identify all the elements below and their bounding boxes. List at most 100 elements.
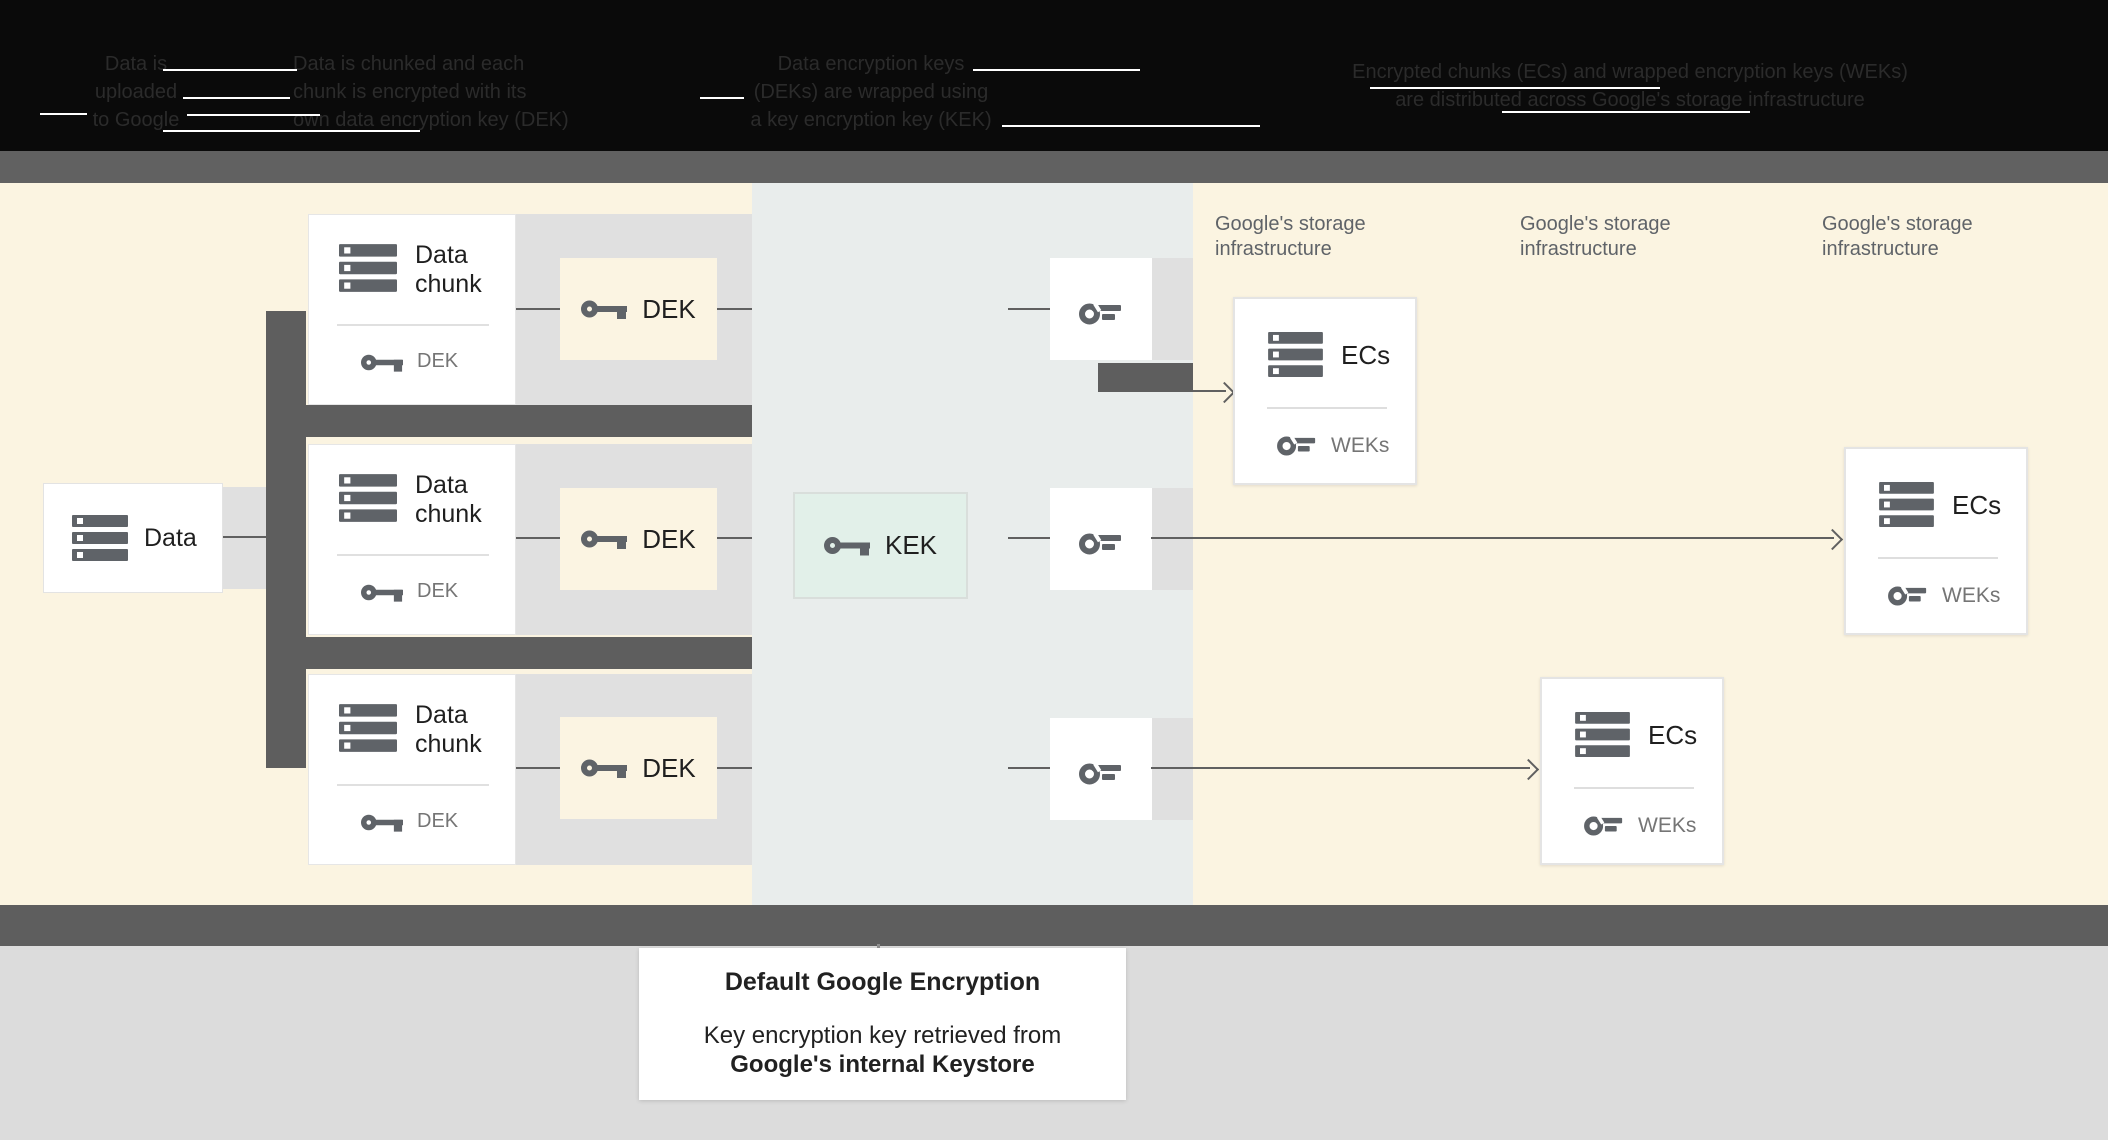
header-step-4: Encrypted chunks (ECs) and wrapped encry… [1316,58,1944,114]
key-icon [361,583,403,602]
underline-strip [700,97,744,99]
ecs-card-1: ECs WEKs [1233,297,1417,485]
thick-arrow-bar [1098,363,1193,392]
ecs-title: ECs [1341,340,1391,370]
server-icon [339,474,397,522]
header-step-3-line-1: Data encryption keys [777,53,965,75]
key-icon [581,299,627,319]
header-step-3-line-3: a key encryption key (KEK) [750,109,992,131]
storage-label-line-2: infrastructure [1520,238,1637,260]
key-band [1151,488,1193,590]
server-icon [1879,482,1934,527]
underline-strip [1002,125,1260,127]
data-box: Data [43,483,223,593]
server-icon [339,244,397,292]
storage-label-line-1: Google's storage [1822,213,1973,235]
dek-label: DEK [417,580,459,602]
connector-line [1008,308,1050,310]
key-icon [824,535,870,556]
gray-divider-bar [0,151,2108,183]
header-step-2-line-2: chunk is encrypted with its [293,81,527,103]
header-bar: Data is uploaded to Google Data is chunk… [0,0,2108,151]
divider [337,324,489,326]
data-chunk-title: Data chunk [415,701,482,758]
key-icon [1277,427,1317,456]
key-band [1151,718,1193,820]
underline-strip [1370,87,1660,89]
connector-line [1008,537,1050,539]
ecs-title: ECs [1952,490,2002,520]
key-icon [1584,807,1624,836]
underline-strip [1502,111,1750,113]
connector-line [717,767,752,769]
caption-body: Key encryption key retrieved from Google… [639,1021,1126,1079]
storage-label-2: Google's storage infrastructure [1520,212,1671,262]
data-chunk-card-3: Data chunk DEK [308,674,516,865]
ecs-card-3: ECs WEKs [1540,677,1724,865]
divider [1267,407,1387,409]
header-step-1: Data is uploaded to Google [40,50,232,134]
key-band [1151,258,1193,360]
connector-line [516,537,560,539]
underline-strip [973,69,1140,71]
key-icon [1888,577,1928,606]
connector-line [717,308,752,310]
storage-label-3: Google's storage infrastructure [1822,212,1973,262]
header-step-1-line-2: uploaded [94,81,178,103]
storage-label-line-1: Google's storage [1520,213,1671,235]
key-icon [1079,293,1123,325]
dek-box-3: DEK [560,717,717,819]
weks-label: WEKs [1942,584,2001,607]
header-step-2-line-3: own data encryption key (DEK) [293,109,569,131]
dek-box-2: DEK [560,488,717,590]
weks-label: WEKs [1331,434,1390,457]
connector-line [516,767,560,769]
wrapped-key-box-2 [1050,488,1152,590]
weks-label: WEKs [1638,814,1697,837]
caption-body-line-2: Google's internal Keystore [730,1051,1035,1078]
bottom-dark-bar [0,905,2108,946]
bracket-bar [266,311,306,768]
dek-box-1: DEK [560,258,717,360]
connector-line [717,537,752,539]
kek-box-label: KEK [884,530,938,560]
header-step-2: Data is chunked and each chunk is encryp… [293,50,605,134]
server-icon [339,704,397,752]
divider [1574,787,1694,789]
arrow-line [1151,537,1834,539]
header-step-2-line-1: Data is chunked and each [293,53,525,75]
connector-line [222,536,266,538]
ecs-title: ECs [1648,720,1698,750]
data-chunk-title: Data chunk [415,241,482,298]
dek-label: DEK [417,350,459,372]
data-chunk-card-1: Data chunk DEK [308,214,516,405]
key-icon [361,353,403,372]
storage-label-line-2: infrastructure [1215,238,1332,260]
server-icon [72,515,128,561]
arrow-line [1151,767,1530,769]
dek-box-label: DEK [642,523,696,554]
kek-box: KEK [793,492,968,599]
header-step-3: Data encryption keys (DEKs) are wrapped … [726,50,1016,134]
key-icon [581,529,627,549]
connector-line [516,308,560,310]
divider [337,554,489,556]
header-step-4-line-2: are distributed across Google's storage … [1395,89,1865,111]
divider [337,784,489,786]
header-step-1-line-1: Data is [104,53,168,75]
data-connector-band [223,487,266,589]
underline-strip [187,114,320,116]
dek-box-label: DEK [642,752,696,783]
underline-strip [183,97,290,99]
header-step-3-line-2: (DEKs) are wrapped using [753,81,989,103]
storage-label-1: Google's storage infrastructure [1215,212,1366,262]
data-chunk-title: Data chunk [415,471,482,528]
caption-card: Default Google Encryption Key encryption… [639,948,1126,1100]
data-chunk-card-2: Data chunk DEK [308,444,516,635]
storage-label-line-1: Google's storage [1215,213,1366,235]
dek-box-label: DEK [642,293,696,324]
dark-connector-band [266,637,752,669]
underline-strip [163,130,420,132]
server-icon [1268,332,1323,377]
